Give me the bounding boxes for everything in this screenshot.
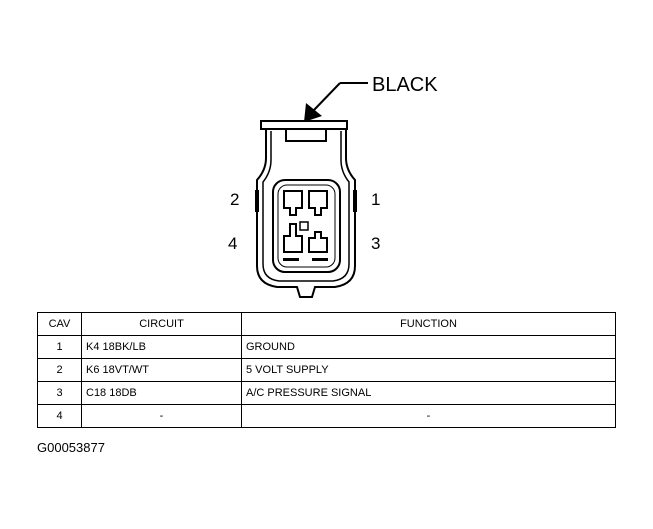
header-circuit: CIRCUIT [81,312,242,336]
cavity-3 [308,231,328,253]
pin-label-3: 3 [371,234,380,253]
callout-arrow [304,82,368,122]
table-row: 1 K4 18BK/LB GROUND [37,335,616,359]
pin-table: CAV CIRCUIT FUNCTION 1 K4 18BK/LB GROUND… [37,312,616,428]
header-cav: CAV [37,312,82,336]
circuit-cell: K6 18VT/WT [81,358,242,382]
header-function: FUNCTION [241,312,616,336]
circuit-cell: K4 18BK/LB [81,335,242,359]
connector-housing [255,120,357,298]
cav-cell: 2 [37,358,82,382]
table-row: 2 K6 18VT/WT 5 VOLT SUPPLY [37,358,616,382]
function-cell: A/C PRESSURE SIGNAL [241,381,616,405]
cav-cell: 1 [37,335,82,359]
cav-cell: 3 [37,381,82,405]
color-label: BLACK [372,74,438,96]
circuit-cell: C18 18DB [81,381,242,405]
figure-id: G00053877 [37,440,105,455]
function-cell: GROUND [241,335,616,359]
cav-cell: 4 [37,404,82,428]
pin-label-1: 1 [371,190,380,209]
table-row: 4 - - [37,404,616,428]
table-row: 3 C18 18DB A/C PRESSURE SIGNAL [37,381,616,405]
cavity-pins [283,190,328,261]
function-cell: 5 VOLT SUPPLY [241,358,616,382]
cavity-4 [283,223,303,253]
pin-label-4: 4 [228,234,237,253]
circuit-cell: - [81,404,242,428]
cavity-2 [283,190,303,216]
key-square [299,221,309,231]
table-header-row: CAV CIRCUIT FUNCTION [37,312,616,336]
cavity-1 [308,190,328,216]
pin-label-2: 2 [230,190,239,209]
connector-diagram: BLACK 1 2 3 4 [228,74,438,298]
function-cell: - [241,404,616,428]
